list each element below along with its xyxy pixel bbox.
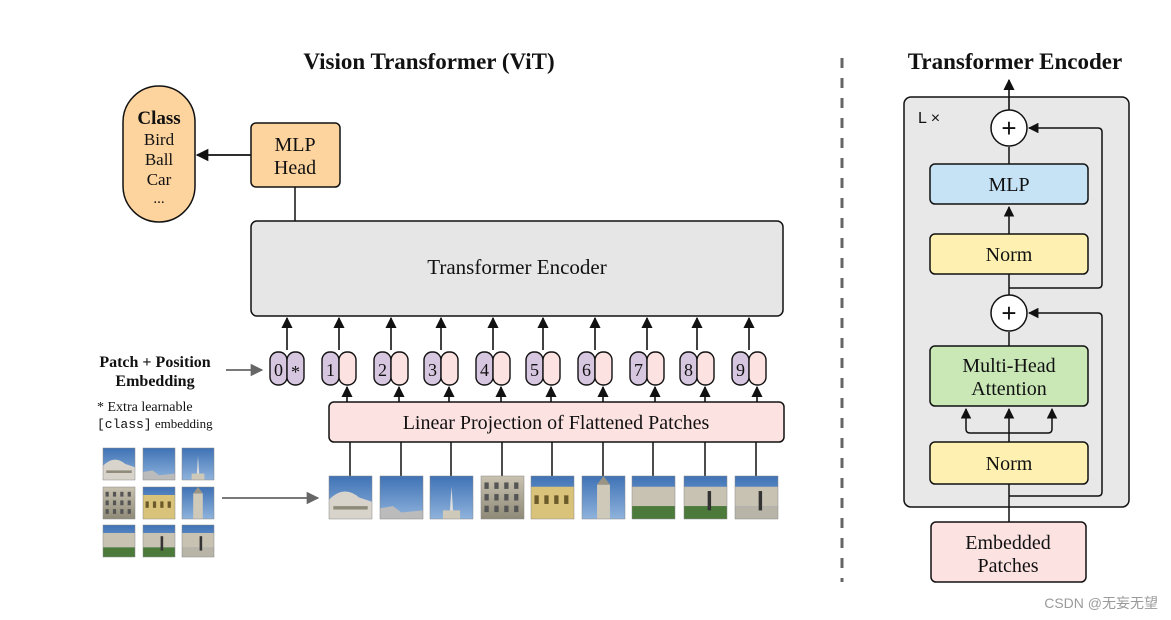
flattened-patch-thumbnail	[683, 475, 728, 520]
class-token-mark: *	[291, 362, 300, 382]
vit-title: Vision Transformer (ViT)	[303, 49, 554, 74]
patch-embedding-pill	[696, 351, 715, 386]
flattened-patch-thumbnail	[581, 475, 626, 520]
mlp-head-line1: MLP	[274, 134, 315, 156]
class-item-car: Car	[147, 170, 172, 189]
patch-embedding-pill	[492, 351, 511, 386]
mlp-head-line2: Head	[274, 157, 316, 179]
embedded-patches-box: Embedded Patches	[930, 521, 1087, 583]
norm-bottom-box: Norm	[929, 441, 1089, 485]
position-index: 1	[326, 360, 335, 380]
embedded-patches-line2: Patches	[977, 555, 1038, 577]
residual-add-top: +	[990, 109, 1028, 147]
residual-skip-bottom	[1009, 307, 1103, 497]
plus-top-symbol: +	[1001, 113, 1016, 143]
patch-embedding-pill	[646, 351, 665, 386]
embedding-word: embedding	[152, 416, 214, 431]
flattened-patch-thumbnail	[631, 475, 676, 520]
flattened-patch-thumbnail	[429, 475, 474, 520]
norm-top-label: Norm	[986, 244, 1033, 266]
linear-projection-label: Linear Projection of Flattened Patches	[403, 412, 710, 434]
position-index: 3	[428, 360, 437, 380]
class-item-ellipsis: ...	[153, 191, 164, 207]
patch-token: 2	[373, 316, 409, 402]
patch-token: 7	[629, 316, 665, 402]
mlp-box: MLP	[929, 163, 1089, 205]
embedding-label-line1: Patch + Position	[99, 354, 210, 371]
extra-learnable-note-line2: [class] embedding	[97, 416, 213, 432]
class-item-ball: Ball	[145, 150, 174, 169]
grid-patch-thumbnail	[181, 486, 215, 520]
flattened-patch-thumbnail	[328, 475, 373, 520]
class-item-bird: Bird	[144, 130, 175, 149]
watermark: CSDN @无妄无望	[1044, 595, 1158, 611]
extra-learnable-note: * Extra learnable	[97, 400, 193, 415]
transformer-encoder-label: Transformer Encoder	[427, 255, 606, 279]
class-title: Class	[137, 108, 180, 129]
patch-token: 5	[525, 316, 561, 402]
transformer-encoder-box: Transformer Encoder	[250, 220, 784, 317]
patch-embedding-pill	[338, 351, 357, 386]
multi-head-attention-box: Multi-Head Attention	[929, 345, 1089, 407]
position-index: 7	[634, 360, 643, 380]
patch-embedding-pill	[440, 351, 459, 386]
position-index: 0	[274, 360, 283, 380]
input-image-grid	[102, 447, 215, 558]
position-index: 8	[684, 360, 693, 380]
norm-bottom-label: Norm	[986, 453, 1033, 475]
grid-patch-thumbnail	[102, 486, 136, 520]
patch-embedding-pill	[390, 351, 409, 386]
qkv-arrows	[960, 407, 1058, 442]
patch-token: 9	[731, 316, 767, 402]
repeat-label: L ×	[918, 110, 940, 127]
flattened-patch-thumbnail	[480, 475, 525, 520]
mha-label-line1: Multi-Head	[962, 355, 1055, 377]
grid-patch-thumbnail	[181, 524, 215, 558]
grid-patch-thumbnail	[142, 524, 176, 558]
patch-token: 4	[475, 316, 511, 402]
position-index: 2	[378, 360, 387, 380]
flattened-patch-thumbnail	[734, 475, 779, 520]
mlp-head-box: MLP Head	[250, 122, 341, 188]
residual-add-middle: +	[990, 294, 1028, 332]
norm-top-box: Norm	[929, 233, 1089, 275]
class-embedding-pill	[286, 351, 305, 386]
mha-label-line2: Attention	[971, 378, 1047, 400]
patch-embedding-pill	[748, 351, 767, 386]
mlp-label: MLP	[988, 174, 1029, 196]
residual-skip-top	[1009, 122, 1103, 289]
patch-token: 3	[423, 316, 459, 402]
patch-embedding-pill	[542, 351, 561, 386]
position-index: 6	[582, 360, 591, 380]
patch-token: 1	[321, 316, 357, 402]
flattened-patch-thumbnail	[530, 475, 575, 520]
flattened-patch-thumbnail	[379, 475, 424, 520]
class-token: 0*	[269, 316, 305, 386]
grid-patch-thumbnail	[142, 486, 176, 520]
position-index: 5	[530, 360, 539, 380]
class-output-box: Class Bird Ball Car ...	[122, 85, 196, 223]
patch-token: 6	[577, 316, 613, 402]
embedding-label-line2: Embedding	[115, 373, 194, 390]
encoder-detail-title: Transformer Encoder	[908, 49, 1122, 74]
class-token-code: [class]	[97, 417, 152, 432]
flattened-patches	[328, 442, 779, 520]
grid-patch-thumbnail	[181, 447, 215, 481]
linear-projection-box: Linear Projection of Flattened Patches	[328, 401, 785, 443]
grid-patch-thumbnail	[102, 447, 136, 481]
plus-middle-symbol: +	[1001, 298, 1016, 328]
grid-patch-thumbnail	[102, 524, 136, 558]
position-index: 4	[480, 360, 489, 380]
position-index: 9	[736, 360, 745, 380]
grid-patch-thumbnail	[142, 447, 176, 481]
patch-token: 8	[679, 316, 715, 402]
patch-embedding-pill	[594, 351, 613, 386]
embedded-patches-line1: Embedded	[965, 532, 1051, 554]
